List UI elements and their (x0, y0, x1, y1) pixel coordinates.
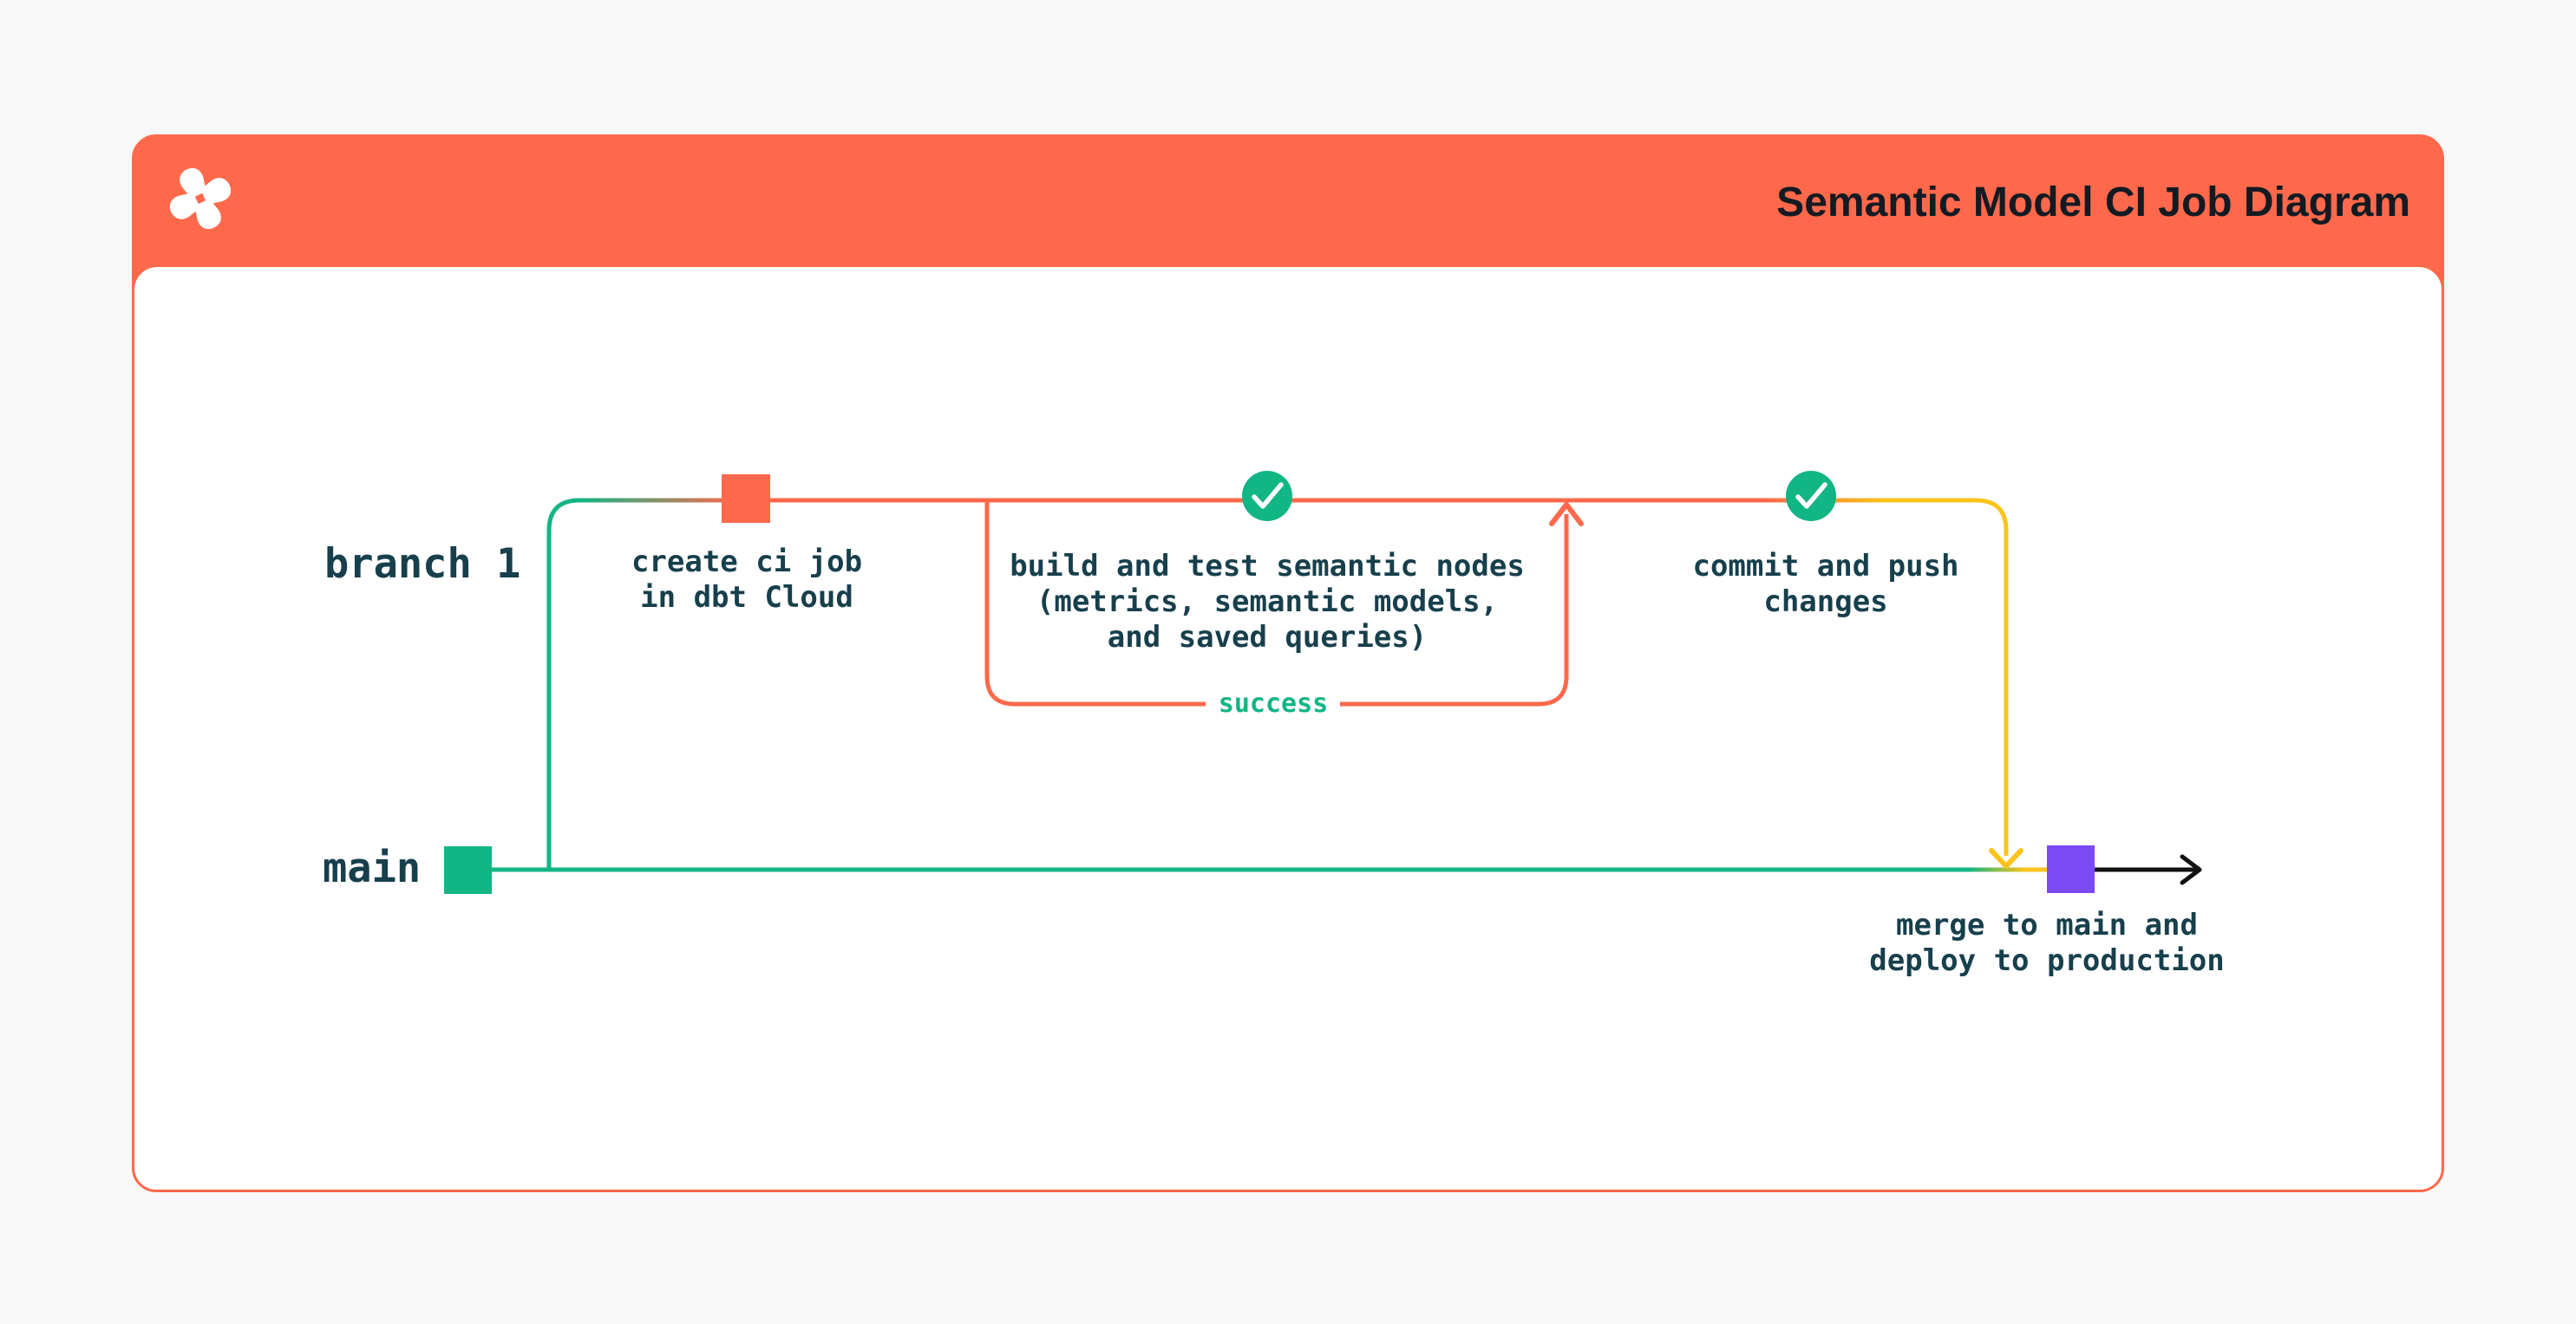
page-title: Semantic Model CI Job Diagram (1776, 179, 2410, 225)
header-bar: Semantic Model CI Job Diagram (134, 137, 2442, 267)
diagram-card: Semantic Model CI Job Diagram (132, 134, 2444, 1192)
dbt-logo-icon (169, 167, 232, 230)
diagram-panel (134, 267, 2442, 1190)
